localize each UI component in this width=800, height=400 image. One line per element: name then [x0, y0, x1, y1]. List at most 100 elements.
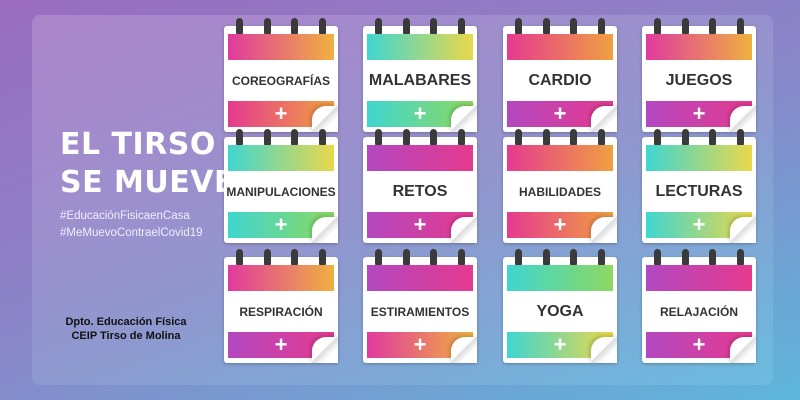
department-name: Dpto. Educación Física — [65, 316, 187, 328]
ring — [291, 18, 299, 36]
ring — [709, 18, 717, 36]
plus-icon: + — [692, 332, 706, 357]
activity-card-relajación[interactable]: RELAJACIÓN + — [642, 249, 756, 363]
ring — [318, 129, 326, 147]
ring — [318, 249, 326, 267]
plus-icon: + — [553, 332, 567, 357]
page-curl — [312, 217, 338, 243]
page-curl — [451, 217, 477, 243]
calendar-rings — [375, 249, 465, 267]
ring — [515, 129, 522, 147]
card-label: RESPIRACIÓN — [239, 305, 323, 319]
plus-icon: + — [553, 212, 567, 237]
ring — [263, 249, 271, 267]
page-curl — [730, 337, 756, 363]
plus-icon: + — [413, 212, 427, 237]
ring — [597, 129, 605, 147]
plus-icon: + — [274, 332, 288, 357]
card-header-band — [228, 34, 334, 60]
calendar-rings — [515, 18, 605, 36]
card-label: MANIPULACIONES — [226, 185, 336, 199]
page-curl — [312, 337, 338, 363]
activity-card-retos[interactable]: RETOS + — [363, 129, 477, 243]
card-header-band — [507, 265, 613, 291]
hashtags: #EducaciónFisicaenCasa #MeMuevoContraelC… — [60, 208, 203, 242]
page-curl — [451, 106, 477, 132]
calendar-rings — [236, 129, 326, 147]
activity-card-yoga[interactable]: YOGA + — [503, 249, 617, 363]
activity-card-cardio[interactable]: CARDIO + — [503, 18, 617, 132]
ring — [570, 129, 578, 147]
calendar-rings — [654, 249, 744, 267]
page-curl — [730, 106, 756, 132]
plus-icon: + — [274, 212, 288, 237]
calendar-rings — [654, 18, 744, 36]
card-header-band — [228, 265, 334, 291]
activity-card-estiramientos[interactable]: ESTIRAMIENTOS + — [363, 249, 477, 363]
hashtag: #MeMuevoContraelCovid19 — [60, 227, 203, 239]
ring — [681, 129, 689, 147]
card-header-band — [228, 145, 334, 171]
ring — [457, 249, 465, 267]
activity-card-respiración[interactable]: RESPIRACIÓN + — [224, 249, 338, 363]
department-credit: Dpto. Educación Física CEIP Tirso de Mol… — [58, 315, 194, 343]
ring — [515, 249, 522, 267]
activity-card-manipulaciones[interactable]: MANIPULACIONES + — [224, 129, 338, 243]
calendar-rings — [654, 129, 744, 147]
plus-icon: + — [413, 332, 427, 357]
ring — [430, 129, 438, 147]
plus-icon: + — [413, 101, 427, 126]
school-name: CEIP Tirso de Molina — [71, 330, 181, 342]
ring — [236, 129, 243, 147]
ring — [318, 18, 326, 36]
page-curl — [730, 217, 756, 243]
title-line-1: EL TIRSO — [60, 127, 216, 162]
card-label: ESTIRAMIENTOS — [370, 305, 470, 319]
card-header-band — [646, 145, 752, 171]
ring — [542, 129, 550, 147]
ring — [291, 249, 299, 267]
ring — [654, 18, 661, 36]
card-header-band — [646, 265, 752, 291]
card-label: HABILIDADES — [518, 185, 601, 199]
ring — [681, 249, 689, 267]
ring — [402, 129, 410, 147]
ring — [654, 129, 661, 147]
card-header-band — [507, 145, 613, 171]
ring — [570, 18, 578, 36]
ring — [542, 18, 550, 36]
card-header-band — [367, 265, 473, 291]
card-label: YOGA — [536, 303, 584, 320]
card-label: MALABARES — [368, 72, 472, 89]
ring — [542, 249, 550, 267]
card-header-band — [367, 145, 473, 171]
plus-icon: + — [692, 101, 706, 126]
ring — [430, 249, 438, 267]
ring — [236, 249, 243, 267]
ring — [709, 129, 717, 147]
ring — [263, 18, 271, 36]
calendar-rings — [515, 129, 605, 147]
ring — [597, 18, 605, 36]
card-label: JUEGOS — [665, 72, 733, 89]
ring — [263, 129, 271, 147]
activity-card-juegos[interactable]: JUEGOS + — [642, 18, 756, 132]
ring — [402, 18, 410, 36]
ring — [457, 129, 465, 147]
page-curl — [591, 217, 617, 243]
page-curl — [312, 106, 338, 132]
ring — [375, 129, 382, 147]
ring — [457, 18, 465, 36]
ring — [515, 18, 522, 36]
hashtag: #EducaciónFisicaenCasa — [60, 210, 190, 222]
activity-card-habilidades[interactable]: HABILIDADES + — [503, 129, 617, 243]
ring — [375, 18, 382, 36]
activity-card-malabares[interactable]: MALABARES + — [363, 18, 477, 132]
activity-card-coreografías[interactable]: COREOGRAFÍAS + — [224, 18, 338, 132]
calendar-rings — [375, 18, 465, 36]
plus-icon: + — [274, 101, 288, 126]
page-curl — [591, 106, 617, 132]
activity-card-lecturas[interactable]: LECTURAS + — [642, 129, 756, 243]
ring — [430, 18, 438, 36]
card-header-band — [646, 34, 752, 60]
